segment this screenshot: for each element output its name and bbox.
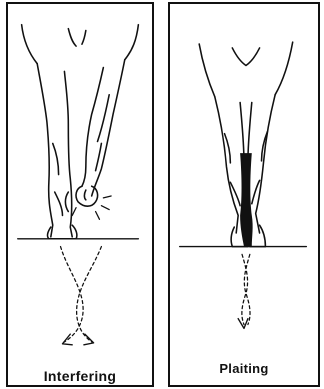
leg-shadow [240,153,253,246]
left-leg-outer [215,97,238,233]
panel-interfering: Interfering [6,2,154,387]
impact-lines [72,196,111,219]
right-leg-inner [82,68,103,187]
interfering-illustration [8,4,152,385]
plaiting-illustration [170,4,318,385]
right-leg-outer [92,60,125,196]
caption-interfering: Interfering [8,368,152,384]
chest-contour [199,44,215,97]
caption-plaiting: Plaiting [170,361,318,376]
right-leg-outer [256,95,275,233]
left-leg-outer [37,64,53,237]
chest-contour [22,25,38,64]
panel-plaiting: Plaiting [168,2,320,387]
path-right [77,247,102,342]
